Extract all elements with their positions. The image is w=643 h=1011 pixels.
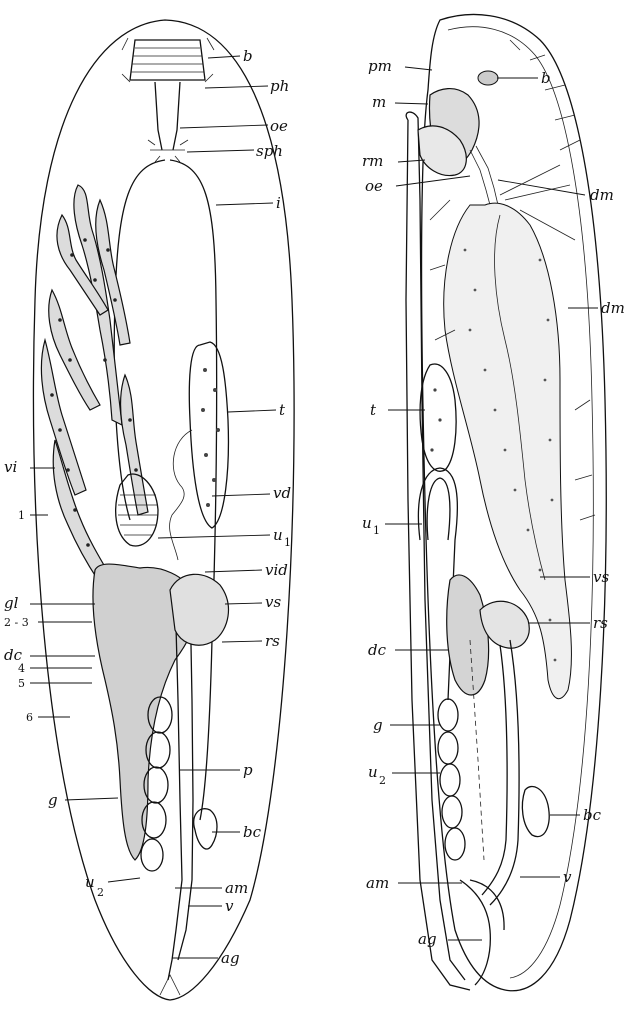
- label-p: p: [243, 761, 253, 779]
- label-am: am: [225, 879, 248, 897]
- label-gl: gl: [4, 594, 19, 612]
- label-rs-right: rs: [593, 614, 608, 632]
- label-pm: pm: [368, 57, 392, 75]
- label-vs-right: vs: [593, 568, 609, 586]
- label-u1-sub: 1: [284, 536, 291, 549]
- right-specimen: pm b m rm oe dm dm t u 1 vs rs dc g: [362, 13, 625, 992]
- number-4: 4: [18, 662, 25, 675]
- label-u1-right: u: [362, 514, 372, 532]
- label-vd: vd: [273, 484, 291, 502]
- label-dm-top: dm: [590, 186, 614, 204]
- right-muscles: [429, 39, 596, 521]
- left-pharynx: [121, 37, 215, 83]
- left-specimen: b ph oe sph i t vd u 1 vid vs rs p bc: [4, 19, 295, 1001]
- right-labels: pm b m rm oe dm dm t u 1 vs rs dc g: [362, 57, 625, 948]
- label-rm: rm: [362, 152, 383, 170]
- left-genital-complex: [92, 563, 197, 861]
- label-t: t: [279, 401, 286, 419]
- right-genital-complex: [446, 574, 490, 696]
- label-u2: u: [85, 873, 95, 891]
- label-dm-mid: dm: [601, 299, 625, 317]
- label-u2-right-sub: 2: [379, 774, 386, 787]
- left-oesophagus: [154, 81, 181, 151]
- label-bc: bc: [243, 823, 262, 841]
- label-sph: sph: [256, 142, 283, 160]
- right-body-outline: [420, 13, 607, 992]
- label-ph: ph: [270, 77, 289, 95]
- label-u1-right-sub: 1: [373, 524, 380, 537]
- left-seminal-vesicle: [169, 573, 229, 646]
- label-vid: vid: [265, 561, 288, 579]
- label-t-right: t: [370, 401, 377, 419]
- right-uterus-loop: [417, 467, 459, 701]
- left-body-outline: [32, 19, 295, 1001]
- label-dc: dc: [4, 646, 23, 664]
- right-ventral-tube: [405, 111, 471, 991]
- number-6: 6: [26, 711, 33, 724]
- label-g-right: g: [373, 716, 383, 734]
- label-b-right: b: [541, 69, 551, 87]
- left-eggs: [140, 696, 173, 872]
- label-i: i: [276, 194, 281, 212]
- left-uterus-bulb: [115, 473, 159, 547]
- label-vi: vi: [4, 458, 17, 476]
- right-atrium: [459, 879, 505, 986]
- number-2-3: 2 - 3: [4, 616, 29, 629]
- right-rm: [417, 125, 467, 177]
- label-dc-right: dc: [368, 641, 387, 659]
- label-bc-right: bc: [583, 806, 602, 824]
- right-eggs: [437, 698, 466, 861]
- label-g: g: [48, 791, 58, 809]
- label-b: b: [243, 47, 253, 65]
- label-am-right: am: [366, 874, 389, 892]
- right-testis: [419, 363, 457, 472]
- label-ag: ag: [221, 949, 240, 967]
- label-u2-right: u: [368, 763, 378, 781]
- left-testis: [188, 341, 230, 529]
- label-oe: oe: [270, 117, 288, 135]
- left-labels: b ph oe sph i t vd u 1 vid vs rs p bc: [4, 47, 291, 967]
- number-1: 1: [18, 509, 25, 522]
- left-male-duct: [167, 589, 194, 981]
- label-oe-right: oe: [365, 177, 383, 195]
- number-5: 5: [18, 677, 25, 690]
- label-rs: rs: [265, 632, 280, 650]
- label-v: v: [225, 897, 234, 915]
- label-ag-right: ag: [418, 930, 437, 948]
- right-oesophagus: [469, 145, 499, 206]
- label-m: m: [372, 93, 386, 111]
- label-u1: u: [273, 526, 283, 544]
- left-vitellaria: [40, 184, 149, 581]
- right-seminal-vesicle: [479, 600, 530, 649]
- label-u2-sub: 2: [97, 886, 104, 899]
- label-vs: vs: [265, 593, 281, 611]
- left-vas-deferens: [169, 429, 193, 561]
- right-bursa: [521, 785, 550, 838]
- left-bursa: [193, 808, 218, 850]
- label-v-right: v: [563, 868, 572, 886]
- right-penis: [481, 639, 520, 906]
- right-brain: [477, 70, 499, 86]
- right-intestine: [443, 202, 572, 700]
